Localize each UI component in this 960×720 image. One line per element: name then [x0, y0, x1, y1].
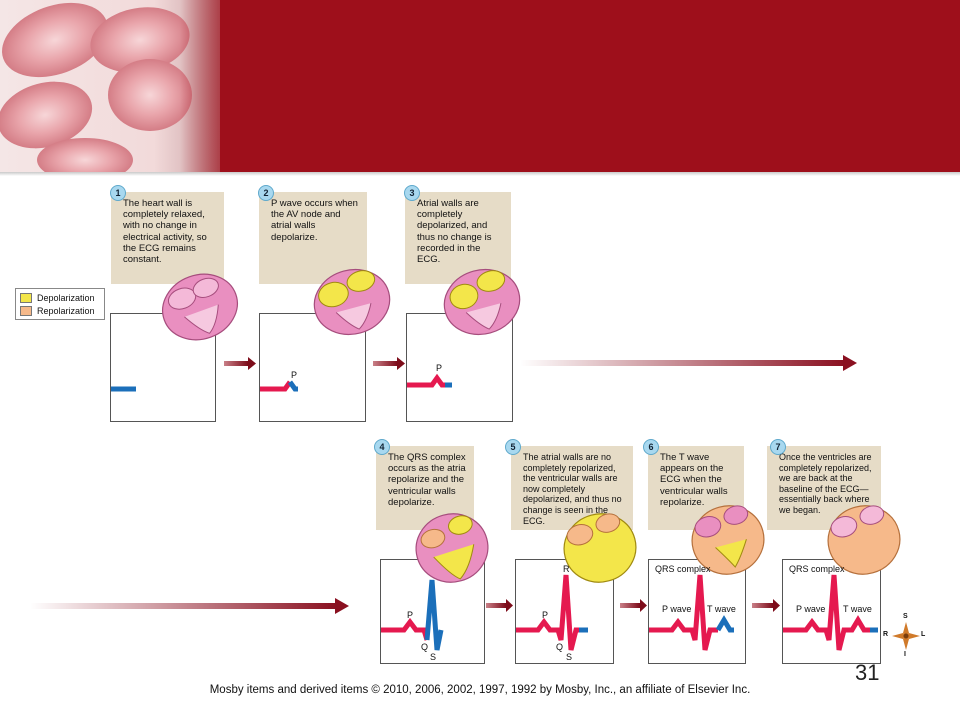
page-number: 31: [855, 660, 880, 685]
legend: Depolarization Repolarization: [15, 288, 105, 320]
step-text-1: The heart wall is completely relaxed, wi…: [123, 198, 207, 266]
long-arrow-icon: [520, 355, 857, 371]
step-badge-5: 5: [505, 439, 521, 455]
heart-illustration: [443, 268, 521, 336]
heart-illustration: [415, 513, 489, 583]
ecg-trace-2: [260, 380, 298, 392]
heart-illustration: [162, 273, 238, 341]
ecg-trace-5: [516, 574, 588, 651]
step-badge-1: 1: [110, 185, 126, 201]
step-card-6: The T wave appears on the ECG when the v…: [648, 446, 744, 530]
ecg-trace-4: [381, 579, 444, 651]
repolarization-swatch: [20, 306, 32, 316]
step-text-7: Once the ventricles are completely repol…: [779, 452, 872, 515]
step-card-2: P wave occurs when the AV node and atria…: [259, 192, 367, 284]
step-badge-7: 7: [770, 439, 786, 455]
ecg-trace-3: [407, 373, 452, 388]
ecg-label-qrs-complex: QRS complex: [655, 564, 711, 574]
step-badge-6: 6: [643, 439, 659, 455]
compass-label-left: L: [921, 631, 926, 638]
ecg-label-q: Q: [421, 642, 429, 652]
legend-item-depolarization: Depolarization: [20, 292, 95, 304]
ecg-label-t-wave: T wave: [843, 604, 872, 614]
step-card-3: Atrial walls are completely depolarized,…: [405, 192, 511, 284]
short-arrow-icon: [486, 599, 513, 612]
ecg-trace-6: [649, 574, 734, 651]
short-arrow-icon: [373, 357, 405, 370]
ecg-label-s: S: [430, 652, 437, 662]
ecg-label-s: S: [566, 652, 573, 662]
compass-label-right: R: [883, 631, 889, 638]
heart-illustration: [563, 513, 637, 583]
heart-illustration: [691, 505, 765, 575]
copyright-notice: Mosby items and derived items © 2010, 20…: [209, 684, 751, 696]
flow-arrows: [30, 355, 857, 614]
ecg-label-p-wave: P wave: [796, 604, 826, 614]
banner-divider: [0, 172, 960, 176]
step-text-4: The QRS complex occurs as the atria repo…: [388, 452, 466, 508]
depolarization-swatch: [20, 293, 32, 303]
step-card-1: The heart wall is completely relaxed, wi…: [111, 192, 224, 284]
heart-illustration: [827, 505, 901, 575]
compass-label-superior: S: [903, 613, 908, 620]
ecg-label-qrs-complex: QRS complex: [789, 564, 845, 574]
ecg-label-p: P: [291, 370, 298, 380]
legend-label-depolarization: Depolarization: [37, 293, 95, 303]
compass-rose-icon: [892, 622, 920, 650]
banner-fade: [180, 0, 240, 172]
ecg-label-r: R: [563, 564, 570, 574]
step-badge-3: 3: [404, 185, 420, 201]
step-text-3: Atrial walls are completely depolarized,…: [417, 198, 492, 266]
step-text-6: The T wave appears on the ECG when the v…: [660, 452, 728, 508]
ecg-label-p-wave: P wave: [662, 604, 692, 614]
step-card-7: Once the ventricles are completely repol…: [767, 446, 881, 530]
legend-item-repolarization: Repolarization: [20, 305, 95, 317]
compass-label-inferior: I: [904, 651, 906, 658]
short-arrow-icon: [620, 599, 647, 612]
ecg-label-t-wave: T wave: [707, 604, 736, 614]
step-text-5: The atrial walls are no completely repol…: [523, 452, 622, 526]
long-arrow-icon: [30, 598, 349, 614]
heart-illustration: [313, 268, 391, 336]
short-arrow-icon: [224, 357, 256, 370]
ecg-label-p: P: [407, 610, 414, 620]
step-badge-4: 4: [374, 439, 390, 455]
short-arrow-icon: [752, 599, 780, 612]
step-badge-2: 2: [258, 185, 274, 201]
ecg-label-p: P: [542, 610, 549, 620]
step-text-2: P wave occurs when the AV node and atria…: [271, 198, 358, 243]
ecg-label-p: P: [436, 363, 443, 373]
ecg-label-q: Q: [556, 642, 564, 652]
legend-label-repolarization: Repolarization: [37, 306, 95, 316]
ecg-trace-7: [783, 574, 878, 651]
ecg-panel-1: [110, 313, 216, 422]
